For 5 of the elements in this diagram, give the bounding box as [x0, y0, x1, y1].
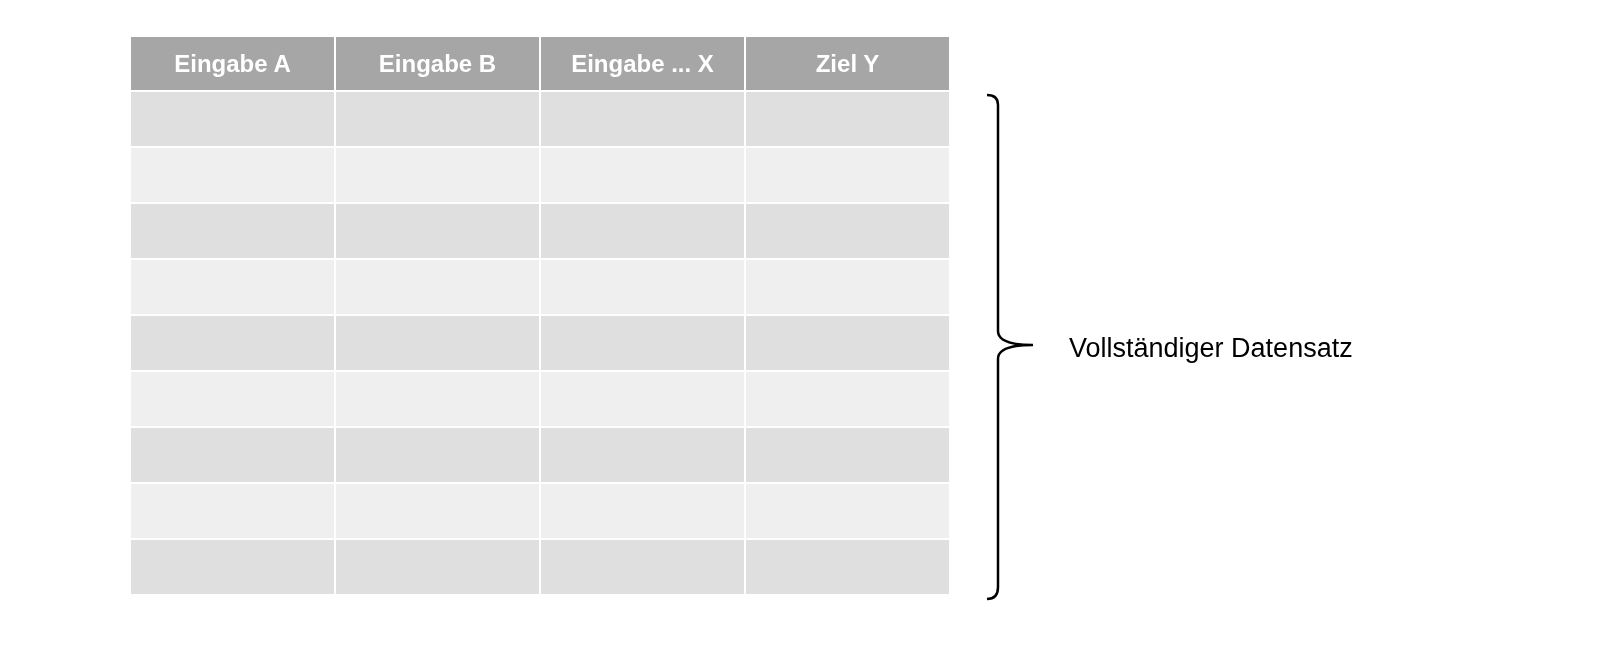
- column-header: Eingabe ... X: [541, 37, 744, 90]
- bracket-label: Vollständiger Datensatz: [1069, 332, 1353, 365]
- column-header: Eingabe B: [336, 37, 539, 90]
- column-header: Eingabe A: [131, 37, 334, 90]
- column-header: Ziel Y: [746, 37, 949, 90]
